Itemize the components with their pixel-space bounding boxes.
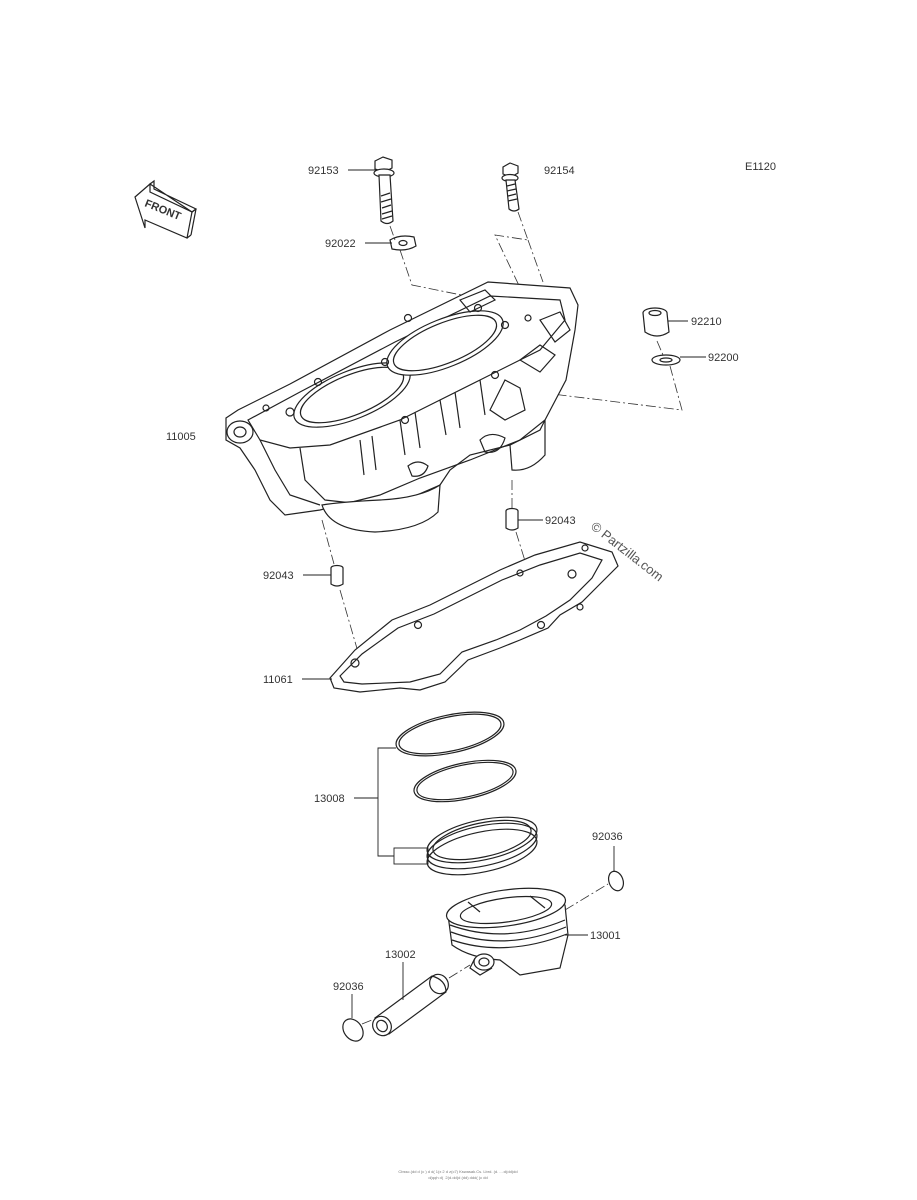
dowel-pin-92043-left bbox=[330, 564, 344, 587]
bolt-92153 bbox=[373, 156, 395, 225]
part-number-92200[interactable]: 92200 bbox=[708, 352, 739, 364]
part-number-92154[interactable]: 92154 bbox=[544, 165, 575, 177]
footer-copyright-line-1: Cbssc.(dd d (c ) d d( 1(x 2 d z(c7) Kswa… bbox=[398, 1169, 517, 1174]
part-number-92022[interactable]: 92022 bbox=[325, 238, 356, 250]
washer-92022 bbox=[389, 235, 417, 251]
piston-13001 bbox=[445, 887, 569, 976]
diagram-code: E1120 bbox=[745, 161, 776, 173]
part-number-13008[interactable]: 13008 bbox=[314, 793, 345, 805]
footer-copyright-line-2: d(qqh d( 2(d.dd(d (dd) ddd( (c dd bbox=[428, 1175, 487, 1180]
part-number-92036-right[interactable]: 92036 bbox=[592, 831, 623, 843]
part-number-13002[interactable]: 13002 bbox=[385, 949, 416, 961]
part-number-92210[interactable]: 92210 bbox=[691, 316, 722, 328]
part-number-92043-right[interactable]: 92043 bbox=[545, 515, 576, 527]
circlip-92036-right bbox=[607, 870, 625, 892]
dowel-pin-92043-right bbox=[505, 507, 519, 531]
part-number-13001[interactable]: 13001 bbox=[590, 930, 621, 942]
cylinder-base-gasket-11061 bbox=[329, 541, 619, 693]
bolt-92154 bbox=[501, 162, 520, 212]
part-number-92036-left[interactable]: 92036 bbox=[333, 981, 364, 993]
piston-ring-set-13008 bbox=[395, 711, 538, 876]
cylinder-11005 bbox=[225, 281, 579, 533]
washer-92200 bbox=[651, 354, 681, 366]
collar-92210 bbox=[642, 307, 670, 337]
part-number-11061[interactable]: 11061 bbox=[263, 674, 293, 686]
front-direction-arrow-icon: FRONT bbox=[134, 179, 198, 239]
circlip-92036-left bbox=[342, 1018, 364, 1042]
piston-pin-13002 bbox=[372, 973, 449, 1037]
part-number-92153[interactable]: 92153 bbox=[308, 165, 339, 177]
part-number-92043-left[interactable]: 92043 bbox=[263, 570, 294, 582]
part-number-11005[interactable]: 11005 bbox=[166, 431, 196, 443]
